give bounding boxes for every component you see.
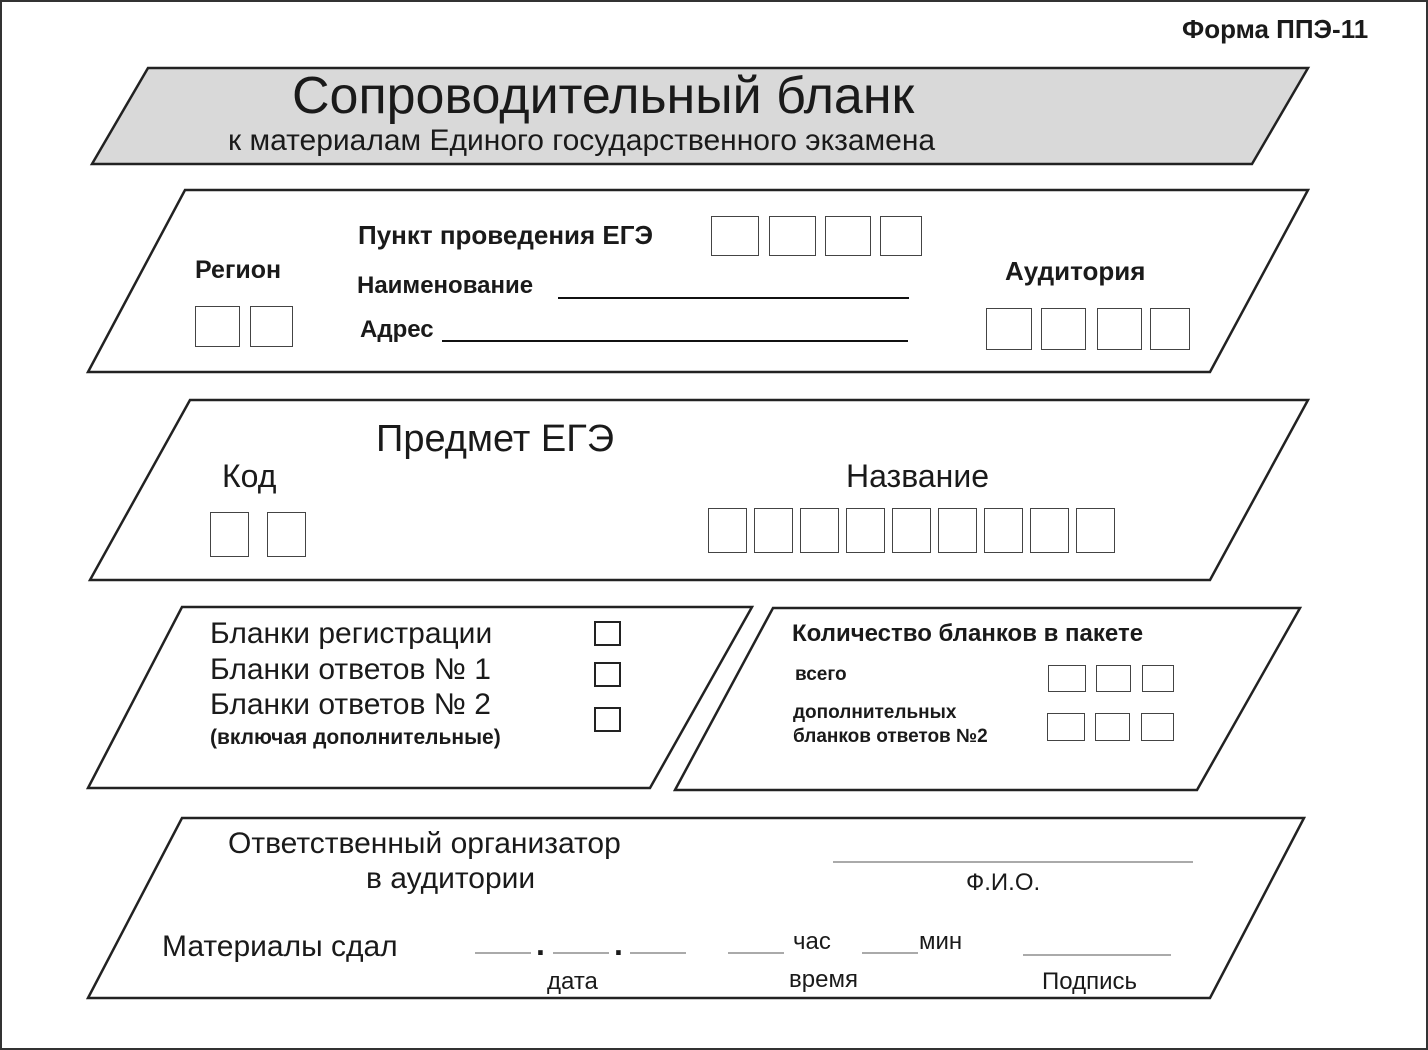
date-day-field[interactable] [475,952,531,954]
region-digit-2[interactable] [250,306,293,347]
header-banner [89,66,1311,166]
signature-field[interactable] [1023,954,1171,956]
subject-name-label: Название [846,458,989,494]
region-label: Регион [195,256,282,284]
auditorium-digit-4[interactable] [1150,308,1190,350]
date-label: дата [547,968,598,995]
organizer-label-line2: в аудитории [366,862,536,895]
subject-name-char-box[interactable] [1076,508,1115,553]
organizer-label-line1: Ответственный организатор [228,827,621,860]
ppe-digit-4[interactable] [880,216,922,256]
address-label: Адрес [360,316,434,343]
min-label: мин [919,928,963,955]
subject-name-char-box[interactable] [708,508,747,553]
subject-name-char-box[interactable] [754,508,793,553]
blanks-answers1-label: Бланки ответов № 1 [210,653,491,686]
blanks-section [85,605,755,790]
count-extra-label-line2: бланков ответов №2 [793,726,988,747]
subject-name-char-box[interactable] [846,508,885,553]
count-total-digit-1[interactable] [1048,665,1086,692]
time-min-field[interactable] [862,952,918,954]
count-title: Количество бланков в пакете [792,620,1144,647]
ppe-digit-3[interactable] [825,216,871,256]
blanks-answers2-note: (включая дополнительные) [210,726,501,749]
page-title: Сопроводительный бланк [292,67,915,125]
count-extra-label-line1: дополнительных [793,702,957,723]
subject-name-char-box[interactable] [800,508,839,553]
fio-field[interactable] [833,861,1193,863]
subject-code-digit-2[interactable] [267,512,306,557]
hour-label: час [793,928,831,955]
blanks-registration-label: Бланки регистрации [210,617,493,650]
form-id: Форма ППЭ-11 [1182,14,1369,44]
subject-name-char-box[interactable] [1030,508,1069,553]
date-separator-2: . [614,926,623,962]
name-label: Наименование [357,272,534,299]
subject-title: Предмет ЕГЭ [376,418,615,460]
count-total-digit-2[interactable] [1096,665,1131,692]
handed-label: Материалы сдал [162,930,398,963]
count-extra-digit-2[interactable] [1095,713,1130,741]
auditorium-digit-2[interactable] [1041,308,1086,350]
blanks-registration-checkbox[interactable] [594,621,621,646]
auditorium-digit-3[interactable] [1097,308,1142,350]
auditorium-label: Аудитория [1005,256,1146,286]
date-separator-1: . [536,926,545,962]
count-extra-digit-3[interactable] [1141,713,1174,741]
ppe-digit-1[interactable] [711,216,759,256]
name-field[interactable] [558,297,909,299]
blanks-answers2-checkbox[interactable] [594,707,621,732]
blanks-answers2-label: Бланки ответов № 2 [210,688,491,721]
subject-code-label: Код [222,458,277,494]
time-label: время [789,966,858,993]
date-year-field[interactable] [630,952,686,954]
time-hour-field[interactable] [728,952,784,954]
organizer-section [85,816,1307,1000]
count-section [672,606,1303,792]
subject-name-char-box[interactable] [892,508,931,553]
subject-name-char-box[interactable] [984,508,1023,553]
date-month-field[interactable] [553,952,609,954]
blanks-answers1-checkbox[interactable] [594,662,621,687]
auditorium-digit-1[interactable] [986,308,1032,350]
address-field[interactable] [442,340,908,342]
region-digit-1[interactable] [195,306,240,347]
fio-label: Ф.И.О. [966,869,1041,896]
page-subtitle: к материалам Единого государственного эк… [228,124,936,157]
count-total-label: всего [795,664,847,685]
subject-name-char-box[interactable] [938,508,977,553]
ppe-label: Пункт проведения ЕГЭ [358,220,654,250]
signature-label: Подпись [1042,968,1137,995]
count-extra-digit-1[interactable] [1047,713,1085,741]
subject-code-digit-1[interactable] [210,512,249,557]
count-total-digit-3[interactable] [1142,665,1174,692]
ppe-digit-2[interactable] [769,216,816,256]
